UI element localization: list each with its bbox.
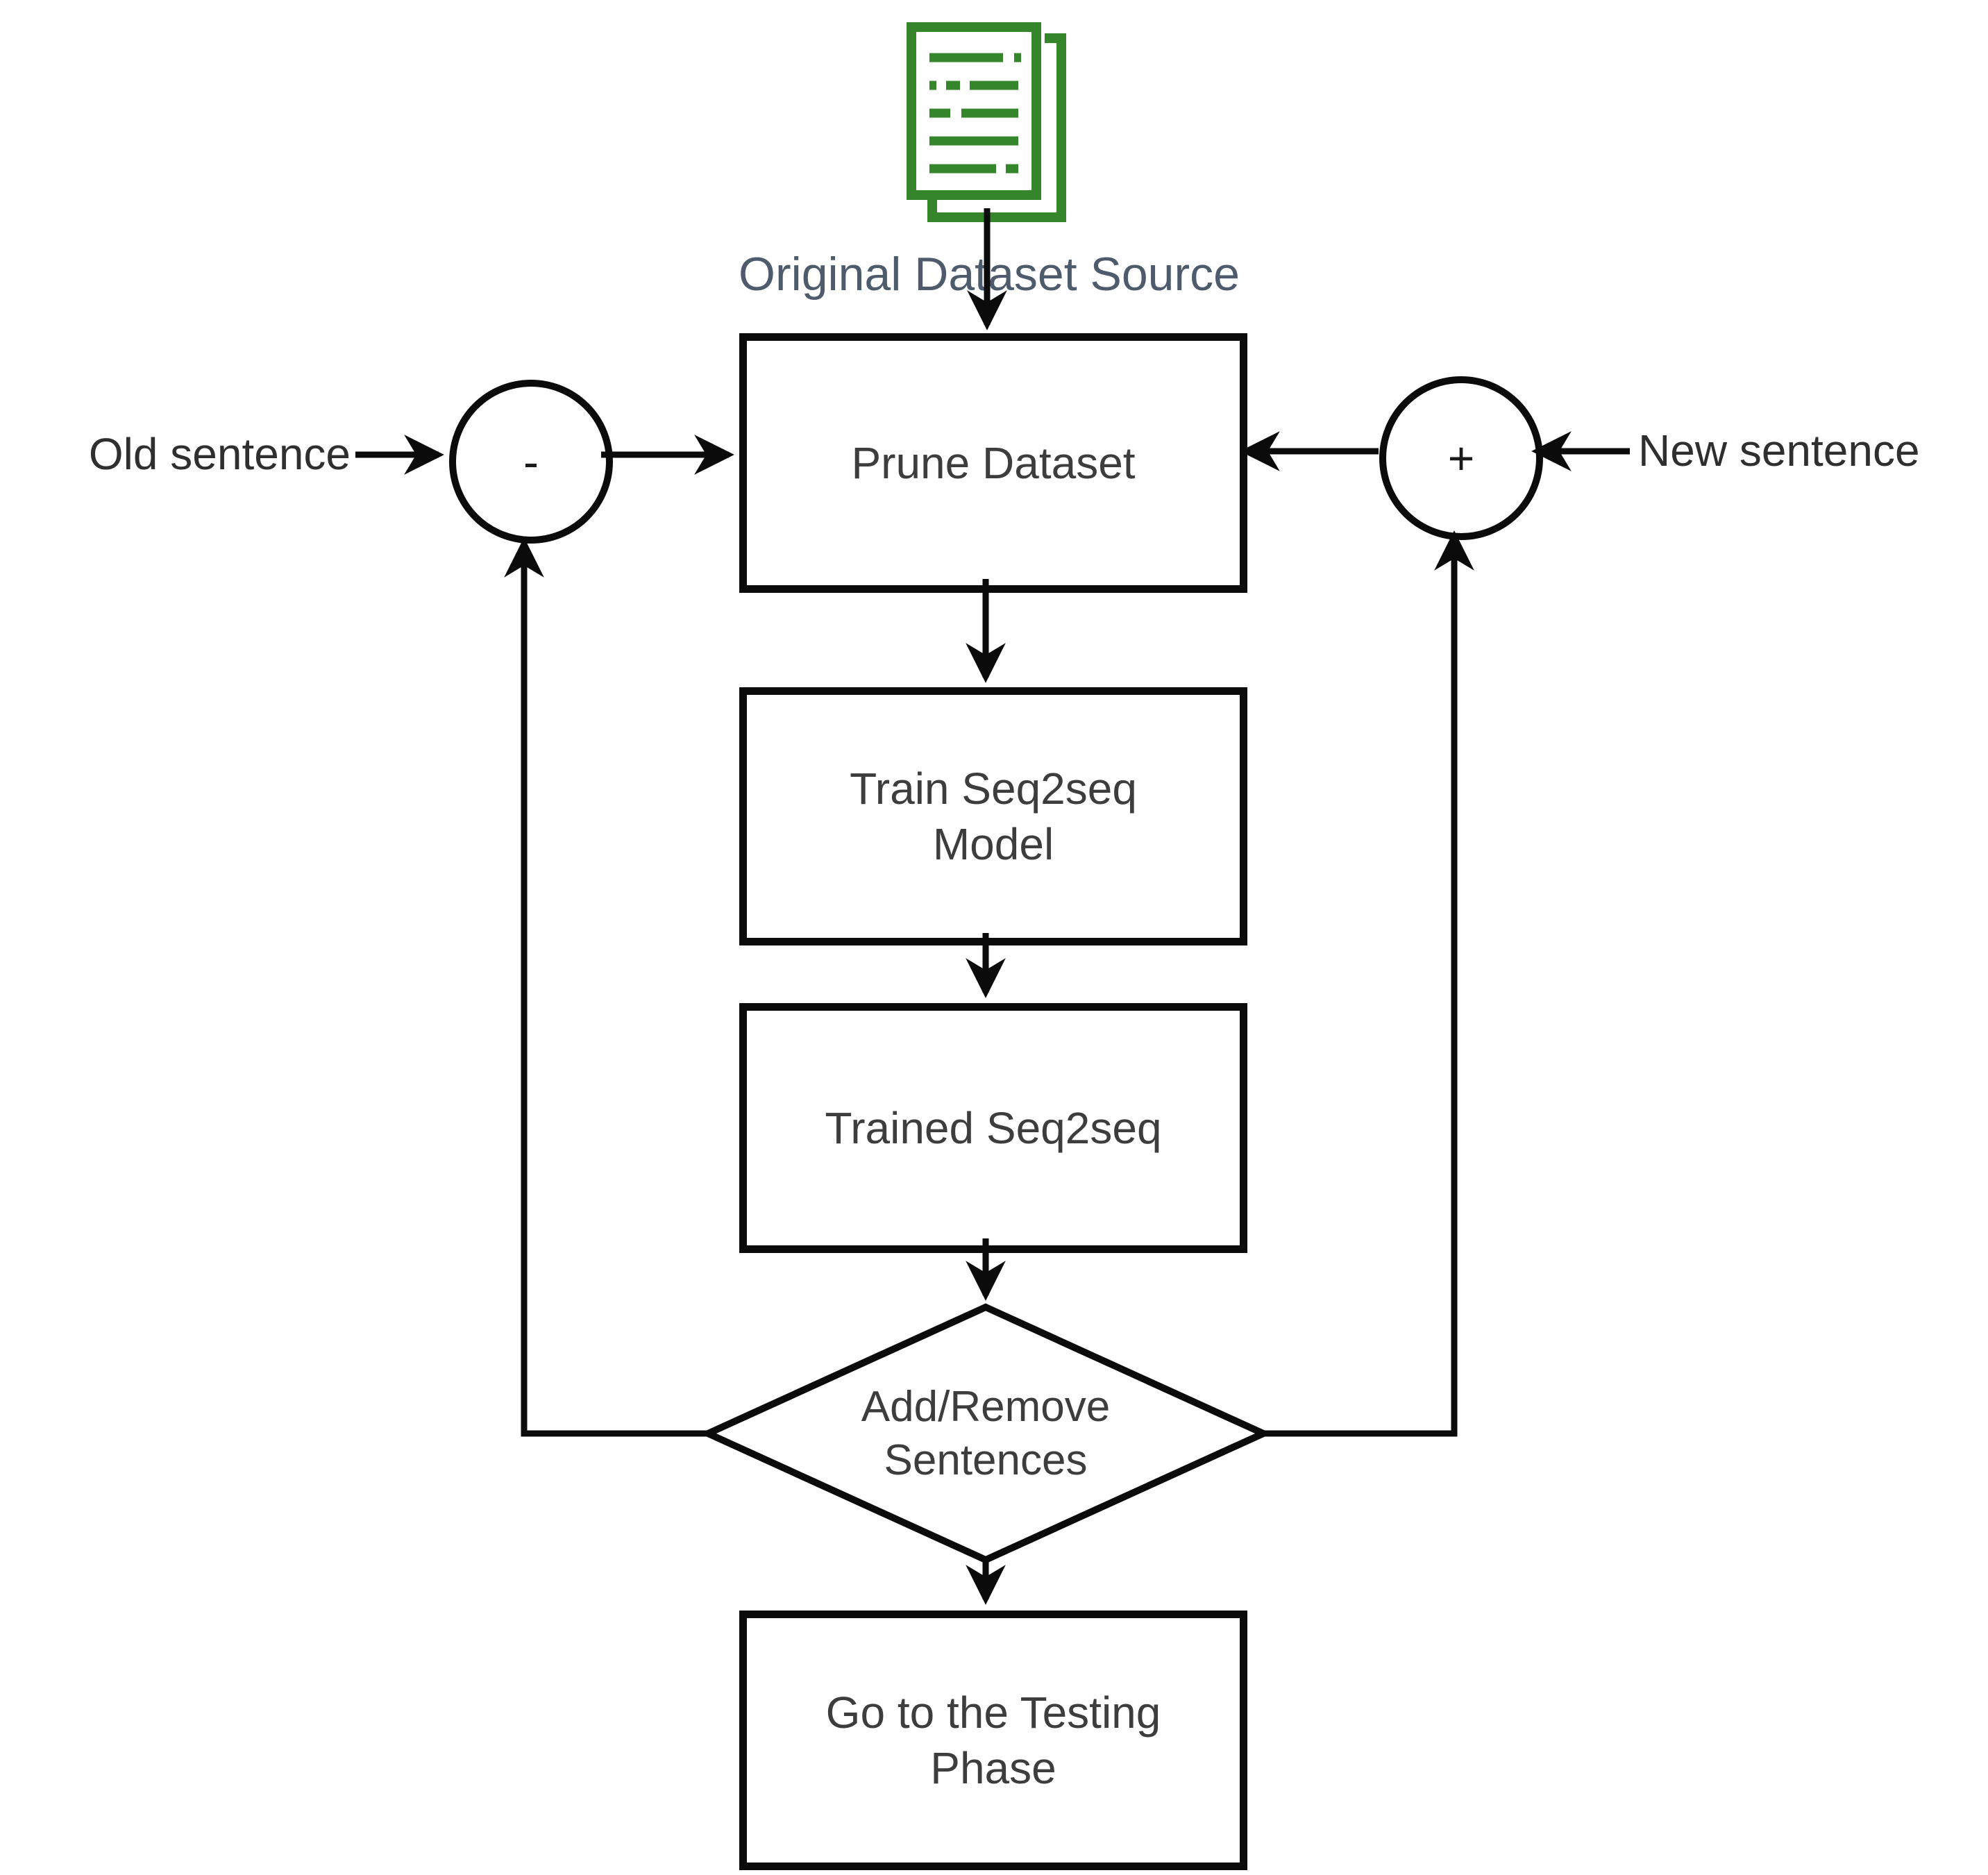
new-sentence-label: New sentence — [1638, 426, 1920, 476]
feedback-right-decision-to-plus — [1262, 530, 1474, 1437]
node-train-seq2seq-model: Train Seq2seq Model — [739, 687, 1247, 945]
node-add-remove-sentences-label: Add/Remove Sentences — [861, 1382, 1111, 1485]
node-trained-seq2seq: Trained Seq2seq — [739, 1003, 1247, 1253]
minus-sign: - — [523, 436, 539, 487]
document-text-lines — [929, 53, 1021, 174]
feedback-left-decision-to-minus — [504, 537, 709, 1437]
node-add-remove-sentences: Add/Remove Sentences — [777, 1343, 1194, 1524]
back-page-outline — [927, 33, 1066, 222]
old-sentence-label: Old sentence — [88, 429, 351, 479]
node-prune-dataset-label: Prune Dataset — [851, 438, 1136, 488]
node-go-to-testing-phase-label: Go to the Testing Phase — [825, 1688, 1161, 1793]
dataset-document-icon — [907, 22, 1066, 222]
node-train-seq2seq-model-label: Train Seq2seq Model — [850, 764, 1137, 869]
plus-sign: + — [1447, 432, 1475, 484]
node-trained-seq2seq-label: Trained Seq2seq — [825, 1103, 1162, 1153]
node-go-to-testing-phase: Go to the Testing Phase — [739, 1611, 1247, 1870]
